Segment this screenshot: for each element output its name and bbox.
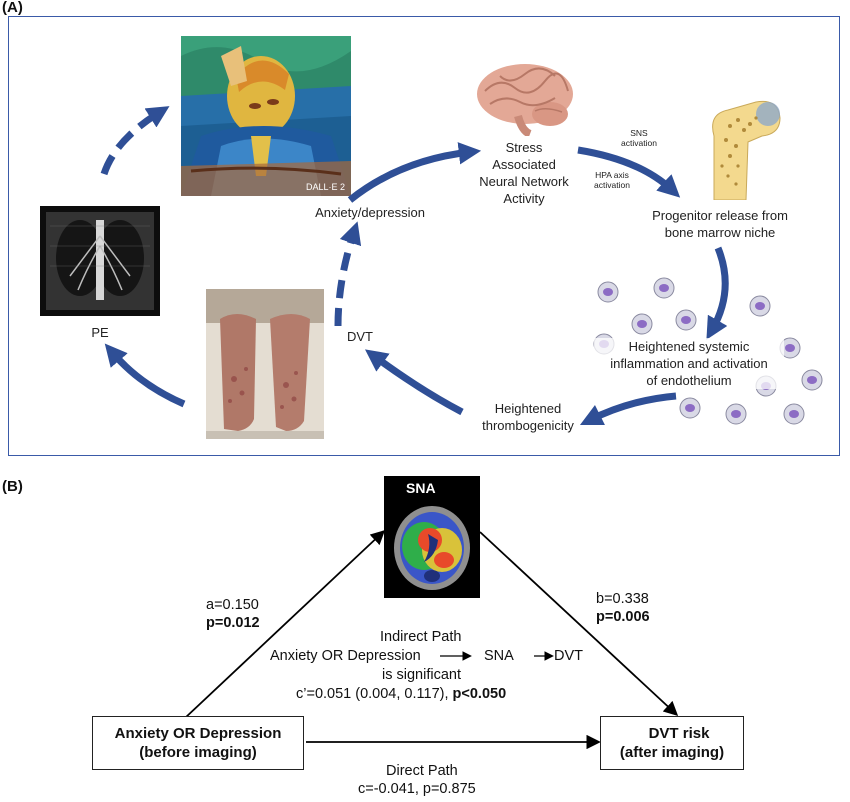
direct-path-title: Direct Path	[386, 763, 458, 779]
panel-b-label: (B)	[2, 478, 23, 495]
c-prime-value: c’=0.051 (0.004, 0.117), p<0.050	[296, 685, 506, 703]
c-prime-p: p<0.050	[452, 686, 507, 702]
dvt-box-title: DVT risk	[648, 725, 710, 742]
stress-neural-activity-label: Stress Associated Neural Network Activit…	[479, 140, 569, 206]
pe-label: PE	[91, 325, 109, 340]
hpa-activation-label: HPA axis activation	[594, 170, 630, 190]
panel-a-label: (A)	[2, 0, 23, 16]
anxiety-depression-label: Anxiety/depression	[315, 205, 425, 220]
indirect-sna: SNA	[484, 648, 514, 664]
dalle-watermark: DALL·E 2	[305, 182, 345, 192]
progenitor-release-label: Progenitor release from bone marrow nich…	[652, 208, 788, 240]
pe-ct-image	[40, 206, 160, 316]
b-p-value: p=0.006	[596, 609, 650, 625]
c-prime-estimate: c’=0.051 (0.004, 0.117),	[296, 686, 449, 702]
anxiety-painting: DALL·E 2	[181, 36, 351, 196]
indirect-significant: is significant	[382, 667, 461, 683]
dvt-box-subtitle: (after imaging)	[619, 744, 725, 761]
indirect-anxiety: Anxiety OR Depression	[270, 648, 421, 664]
dvt-risk-box: DVT risk (after imaging)	[600, 716, 744, 770]
dvt-legs-photo	[206, 289, 324, 439]
sna-label: SNA	[406, 480, 436, 496]
brain-image	[470, 56, 580, 136]
anxiety-depression-box: Anxiety OR Depression (before imaging)	[92, 716, 304, 770]
bone-image	[700, 96, 784, 200]
inflammation-label: Heightened systemic inflammation and act…	[594, 338, 784, 389]
a-p-value: p=0.012	[206, 615, 260, 631]
indirect-path-title: Indirect Path	[380, 629, 462, 645]
indirect-dvt: DVT	[554, 648, 583, 664]
b-coefficient: b=0.338	[596, 591, 649, 607]
sns-activation-label: SNS activation	[621, 128, 657, 148]
sna-brain-scan: SNA	[384, 476, 480, 598]
direct-path-value: c=-0.041, p=0.875	[358, 781, 476, 797]
panel-a-frame	[8, 16, 840, 456]
anxiety-box-subtitle: (before imaging)	[139, 744, 257, 761]
dvt-label: DVT	[347, 329, 373, 344]
anxiety-box-title: Anxiety OR Depression	[114, 725, 282, 742]
thrombogenicity-label: Heightened thrombogenicity	[482, 401, 574, 433]
a-coefficient: a=0.150	[206, 597, 259, 613]
